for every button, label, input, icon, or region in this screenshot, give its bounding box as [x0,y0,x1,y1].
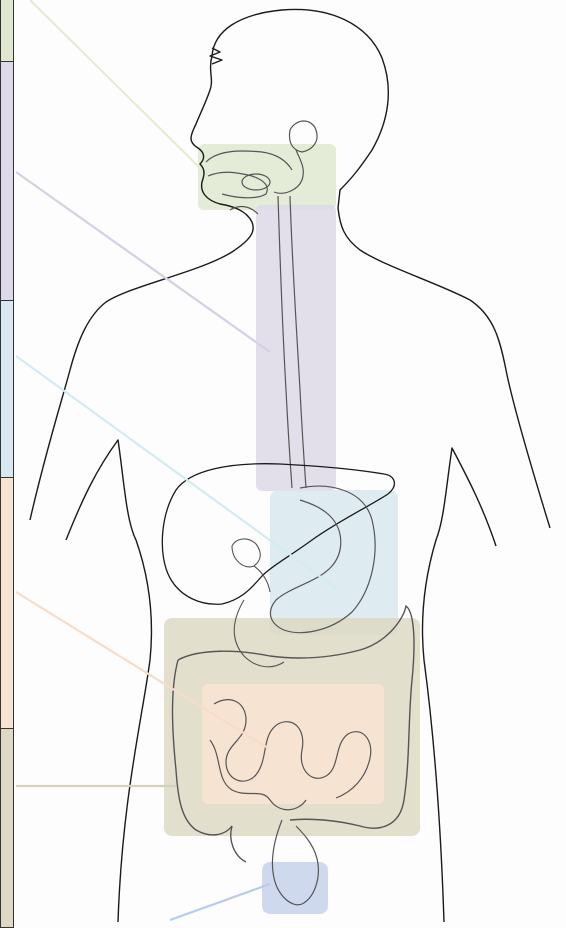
highlight-esophagus [256,205,336,491]
leader-line-mouth [30,0,202,170]
leader-line-rectum [170,884,270,920]
highlight-small-intestine [202,684,384,804]
